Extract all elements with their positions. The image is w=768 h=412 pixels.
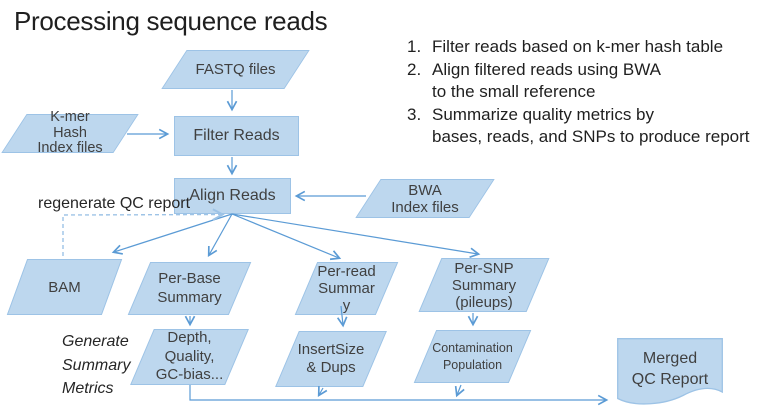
document-shape-outline xyxy=(617,338,723,405)
instruction-number: 2. xyxy=(407,59,422,79)
per-snp-label-line: Summary xyxy=(451,276,517,294)
kmer-hash-label-line: K-mer xyxy=(50,109,90,126)
generate-metrics-line: Metrics xyxy=(62,380,114,397)
insertsize-dups-shape: InsertSize & Dups xyxy=(275,331,387,387)
instruction-text: Filter reads based on k-mer hash table xyxy=(432,37,724,56)
per-base-label-line: Per-Base xyxy=(158,270,221,287)
instruction-item: 3. Summarize quality metrics by bases, r… xyxy=(407,104,750,149)
arrow-align-to-perbase xyxy=(207,213,233,258)
depth-label-line: GC-bias... xyxy=(155,366,224,384)
generate-metrics-line: Summary xyxy=(62,356,131,374)
contamination-label-line: Contamination xyxy=(432,340,513,355)
instruction-line: to the small reference xyxy=(432,82,596,101)
bwa-index-label-line: Index files xyxy=(391,198,459,216)
filter-reads-box: Filter Reads xyxy=(174,116,299,156)
per-base-label-line: Summary xyxy=(157,288,222,306)
per-snp-label-line: (pileups) xyxy=(455,293,513,311)
bwa-index-shape: BWA Index files xyxy=(355,179,495,218)
arrow-align-to-persnp xyxy=(231,213,481,259)
per-snp-summary-shape: Per-SNP Summary (pileups) xyxy=(418,258,550,312)
instruction-item: 1. Filter reads based on k-mer hash tabl… xyxy=(407,36,750,59)
per-read-summary-shape: Per-read Summar y xyxy=(294,262,399,315)
align-reads-box: Align Reads xyxy=(174,178,291,214)
insertsize-label-line: InsertSize xyxy=(297,340,365,358)
merged-qc-label-line: QC Report xyxy=(631,371,709,388)
align-reads-label: Align Reads xyxy=(189,187,276,204)
generate-metrics-line: Generate xyxy=(62,333,129,350)
instruction-text: Align filtered reads using BWA to the sm… xyxy=(432,59,661,104)
instruction-line: bases, reads, and SNPs to produce report xyxy=(432,127,750,146)
arrow-depth-to-merged-report xyxy=(189,385,609,406)
instruction-number: 1. xyxy=(407,37,422,56)
bam-label: BAM xyxy=(48,278,81,296)
per-base-summary-shape: Per-Base Summary xyxy=(127,262,252,315)
depth-label-line: Depth, xyxy=(167,329,212,347)
instruction-list: 1. Filter reads based on k-mer hash tabl… xyxy=(407,36,750,149)
depth-quality-gcbias-shape: Depth, Quality, GC-bias... xyxy=(130,329,249,385)
fastq-files-label: FASTQ files xyxy=(195,61,276,78)
filter-reads-label: Filter Reads xyxy=(193,127,280,144)
contamination-label-line: Population xyxy=(442,357,503,372)
instruction-item: 2. Align filtered reads using BWA to the… xyxy=(407,59,750,104)
instruction-line: Summarize quality metrics by xyxy=(432,104,655,124)
kmer-hash-label-line: Hash xyxy=(53,124,87,141)
insertsize-label-line: & Dups xyxy=(306,359,356,376)
arrow-align-to-perread xyxy=(231,213,342,261)
regenerate-qc-label: regenerate QC report xyxy=(38,195,191,212)
per-read-label-line: Per-read xyxy=(317,263,376,280)
fastq-files-shape: FASTQ files xyxy=(161,50,310,89)
contamination-population-shape: Contamination Population xyxy=(413,330,532,383)
bwa-index-label-line: BWA xyxy=(408,181,442,199)
arrow-align-to-bam xyxy=(111,213,233,255)
per-read-label-line: Summar xyxy=(318,280,375,297)
arrow-insertsize-to-report-line xyxy=(317,385,328,398)
dashed-arrow-bam-to-align xyxy=(62,208,225,256)
instruction-number: 3. xyxy=(407,104,422,124)
depth-label-line: Quality, xyxy=(164,347,215,365)
merged-qc-label-line: Merged xyxy=(642,350,698,367)
page-title: Processing sequence reads xyxy=(14,6,328,36)
per-read-label-line: y xyxy=(342,297,351,314)
per-snp-label-line: Per-SNP xyxy=(454,259,514,277)
merged-qc-report-shape: Merged QC Report xyxy=(617,338,723,406)
arrow-contamination-to-report-line xyxy=(454,384,465,398)
kmer-hash-index-shape: K-mer Hash Index files xyxy=(1,109,139,156)
instruction-line: Align filtered reads using BWA xyxy=(432,59,661,79)
bam-shape: BAM xyxy=(6,259,123,315)
generate-summary-metrics-label: Generate Summary Metrics xyxy=(62,330,130,401)
kmer-hash-label-line: Index files xyxy=(37,140,103,157)
instruction-text: Summarize quality metrics by bases, read… xyxy=(432,104,750,149)
